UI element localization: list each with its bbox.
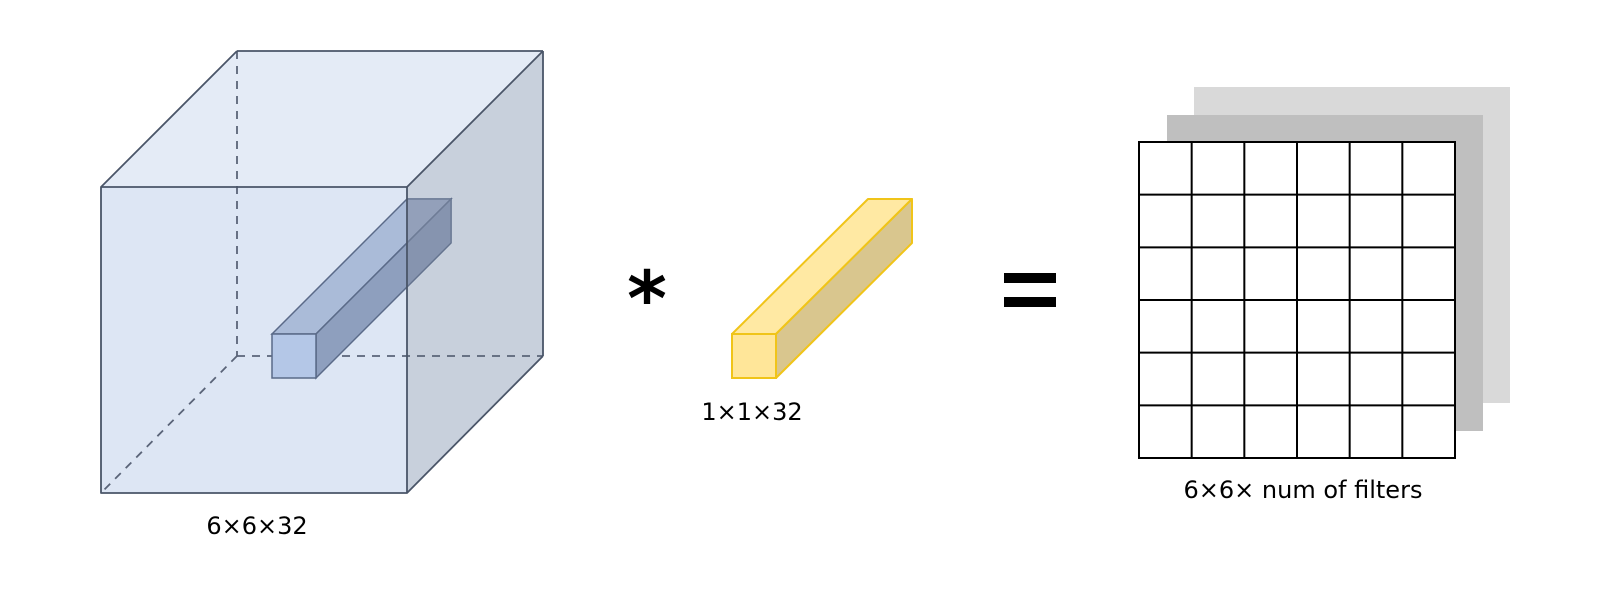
- filter-label: 1×1×32: [701, 398, 802, 426]
- column-behind-side-shade: [407, 199, 451, 287]
- cube-side-face: [407, 51, 543, 493]
- filter-column: 1×1×32: [701, 198, 913, 426]
- multiply-operator: *: [627, 254, 667, 343]
- column-front-face: [271, 333, 317, 379]
- output-stack: 6×6× num of filters: [1138, 87, 1510, 504]
- cube-front-face: [101, 187, 407, 493]
- output-grid: [1138, 141, 1456, 459]
- output-label: 6×6× num of filters: [1184, 476, 1423, 504]
- input-volume: 6×6×32: [100, 50, 544, 540]
- cube-top-face: [101, 51, 543, 187]
- input-volume-label: 6×6×32: [206, 512, 307, 540]
- cube-visible-edges: [100, 50, 544, 494]
- equals-operator: =: [1004, 273, 1056, 307]
- filter-front-face: [731, 333, 777, 379]
